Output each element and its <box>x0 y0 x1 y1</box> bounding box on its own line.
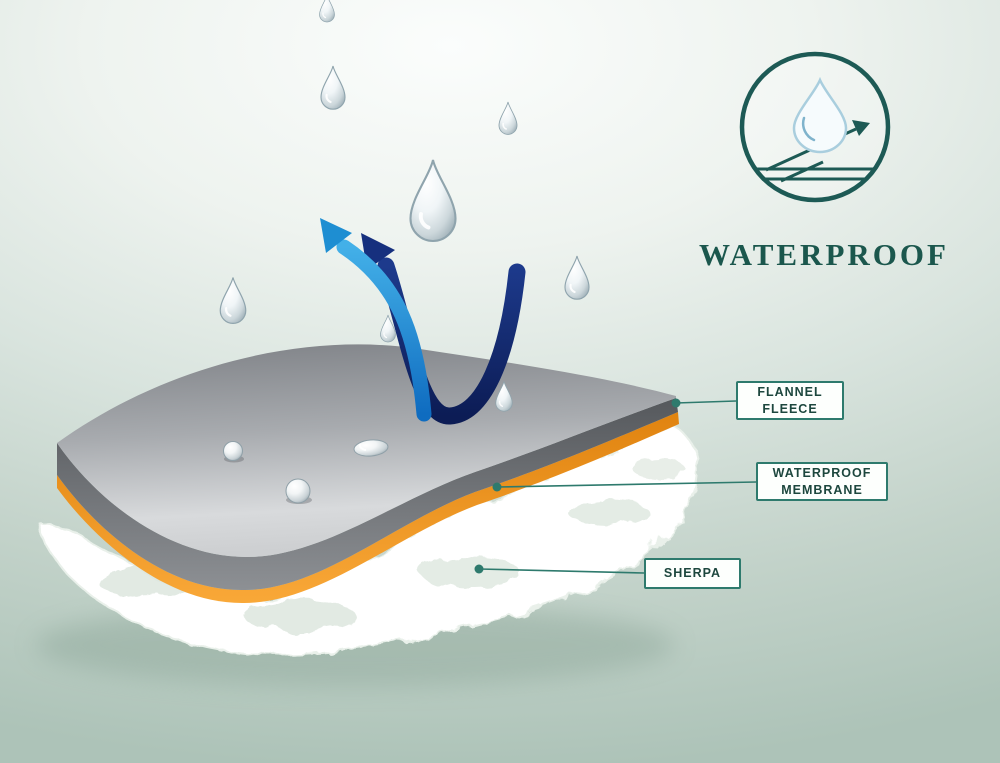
surface-water-beads <box>223 439 389 504</box>
bounce-arrow-light-icon <box>320 218 432 422</box>
connector-sherpa <box>478 568 645 574</box>
water-bead-icon <box>285 478 311 504</box>
callout-waterproof-membrane-line1: WATERPROOF <box>772 466 872 481</box>
water-drop-icon <box>408 158 458 243</box>
water-drop-icon <box>563 254 591 301</box>
callout-waterproof-membrane-line2: MEMBRANE <box>781 482 863 497</box>
connector-dot <box>474 564 484 574</box>
water-bead-icon <box>223 441 243 461</box>
callout-connectors <box>474 398 757 574</box>
connector-flannel-fleece <box>675 400 737 404</box>
callout-waterproof-membrane: WATERPROOF MEMBRANE <box>756 462 888 501</box>
water-bead-icon <box>353 439 389 457</box>
callout-flannel-fleece: FLANNEL FLEECE <box>736 381 844 420</box>
connector-dot <box>492 482 502 492</box>
waterproof-heading: WATERPROOF <box>699 237 949 272</box>
callout-flannel-fleece-line2: FLEECE <box>762 401 818 416</box>
water-drop-icon <box>318 0 336 23</box>
callout-flannel-fleece-line1: FLANNEL <box>757 385 823 400</box>
waterproof-droplet-badge-icon <box>739 51 891 203</box>
connector-waterproof-membrane <box>496 481 757 488</box>
callout-sherpa-line1: SHERPA <box>663 566 722 581</box>
water-drop-icon <box>319 64 347 111</box>
water-drop-icon <box>498 101 518 136</box>
callout-sherpa: SHERPA <box>644 558 741 589</box>
connector-dot <box>671 398 681 408</box>
water-drop-icon <box>219 276 247 325</box>
